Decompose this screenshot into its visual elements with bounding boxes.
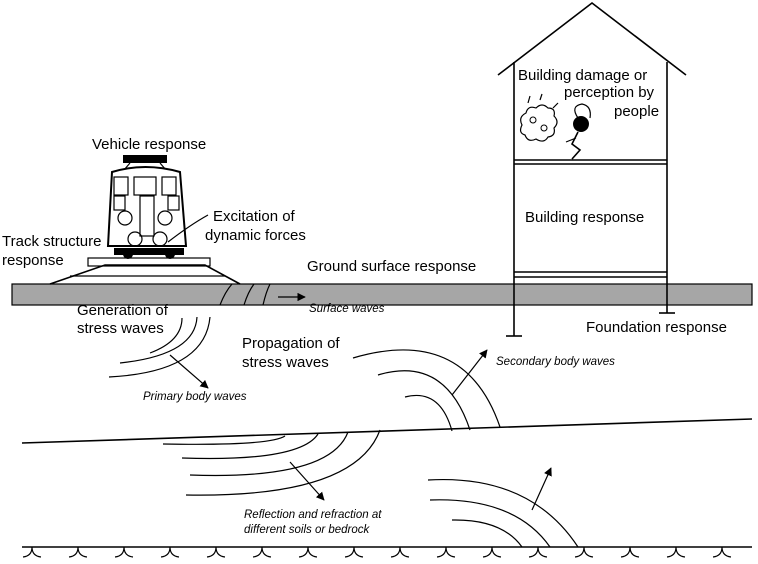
label-generation-line2: stress waves: [77, 320, 164, 337]
bedrock-hatch-mark: [482, 546, 502, 558]
label-propagation-line2: stress waves: [242, 354, 329, 371]
reflection-arrow: [289, 461, 325, 501]
bedrock-line: [22, 546, 752, 558]
ground-surface-band: [11, 283, 753, 306]
bedrock-hatch-mark: [68, 546, 88, 558]
bedrock-hatch-mark: [390, 546, 410, 558]
bedrock-hatch-mark: [528, 546, 548, 558]
label-building-damage-line3: people: [614, 103, 659, 120]
person-perception-icon: [519, 93, 591, 160]
label-building-response: Building response: [525, 209, 644, 226]
label-reflection-line2: different soils or bedrock: [244, 524, 371, 536]
label-secondary-body-waves: Secondary body waves: [496, 356, 615, 368]
label-building-damage-line2: perception by: [564, 84, 655, 101]
bedrock-hatch-mark: [114, 546, 134, 558]
bedrock-hatch-mark: [206, 546, 226, 558]
label-ground-surface: Ground surface response: [307, 258, 476, 275]
bedrock-hatch-mark: [160, 546, 180, 558]
label-foundation-response: Foundation response: [586, 319, 727, 336]
bedrock-hatch-mark: [298, 546, 318, 558]
refraction-arrow: [531, 467, 552, 511]
bedrock-hatch-mark: [22, 546, 42, 558]
label-propagation-line1: Propagation of: [242, 335, 340, 352]
refracted-wave-fronts: [427, 478, 579, 548]
secondary-body-waves-arrow: [451, 349, 488, 396]
building-icon: [497, 1, 687, 284]
bedrock-hatch-mark: [436, 546, 456, 558]
label-excitation-line1: Excitation of: [213, 208, 296, 225]
secondary-body-wave-fronts: [352, 349, 501, 432]
bedrock-hatch-mark: [252, 546, 272, 558]
excitation-pointer: [167, 214, 209, 243]
track-structure: [49, 257, 241, 285]
surface-wave-fronts: [219, 283, 271, 306]
label-surface-waves: Surface waves: [309, 303, 385, 315]
label-primary-body-waves: Primary body waves: [143, 391, 247, 403]
bedrock-hatch-mark: [712, 546, 732, 558]
building-foundation: [506, 284, 675, 337]
reflected-wave-fronts: [162, 429, 381, 496]
label-track-line1: Track structure: [2, 233, 101, 250]
soil-layer-boundary: [21, 418, 753, 444]
train-vehicle-icon: [106, 155, 188, 259]
bedrock-hatch-mark: [574, 546, 594, 558]
label-generation-line1: Generation of: [77, 302, 169, 319]
bedrock-hatch-mark: [344, 546, 364, 558]
label-vehicle-response: Vehicle response: [92, 136, 206, 153]
bedrock-hatch-mark: [620, 546, 640, 558]
label-excitation-line2: dynamic forces: [205, 227, 306, 244]
primary-body-waves-arrow: [169, 354, 209, 389]
bedrock-hatch-mark: [666, 546, 686, 558]
label-building-damage-line1: Building damage or: [518, 67, 647, 84]
label-reflection-line1: Reflection and refraction at: [244, 509, 382, 521]
primary-body-wave-fronts: [108, 316, 211, 378]
label-track-line2: response: [2, 252, 64, 269]
